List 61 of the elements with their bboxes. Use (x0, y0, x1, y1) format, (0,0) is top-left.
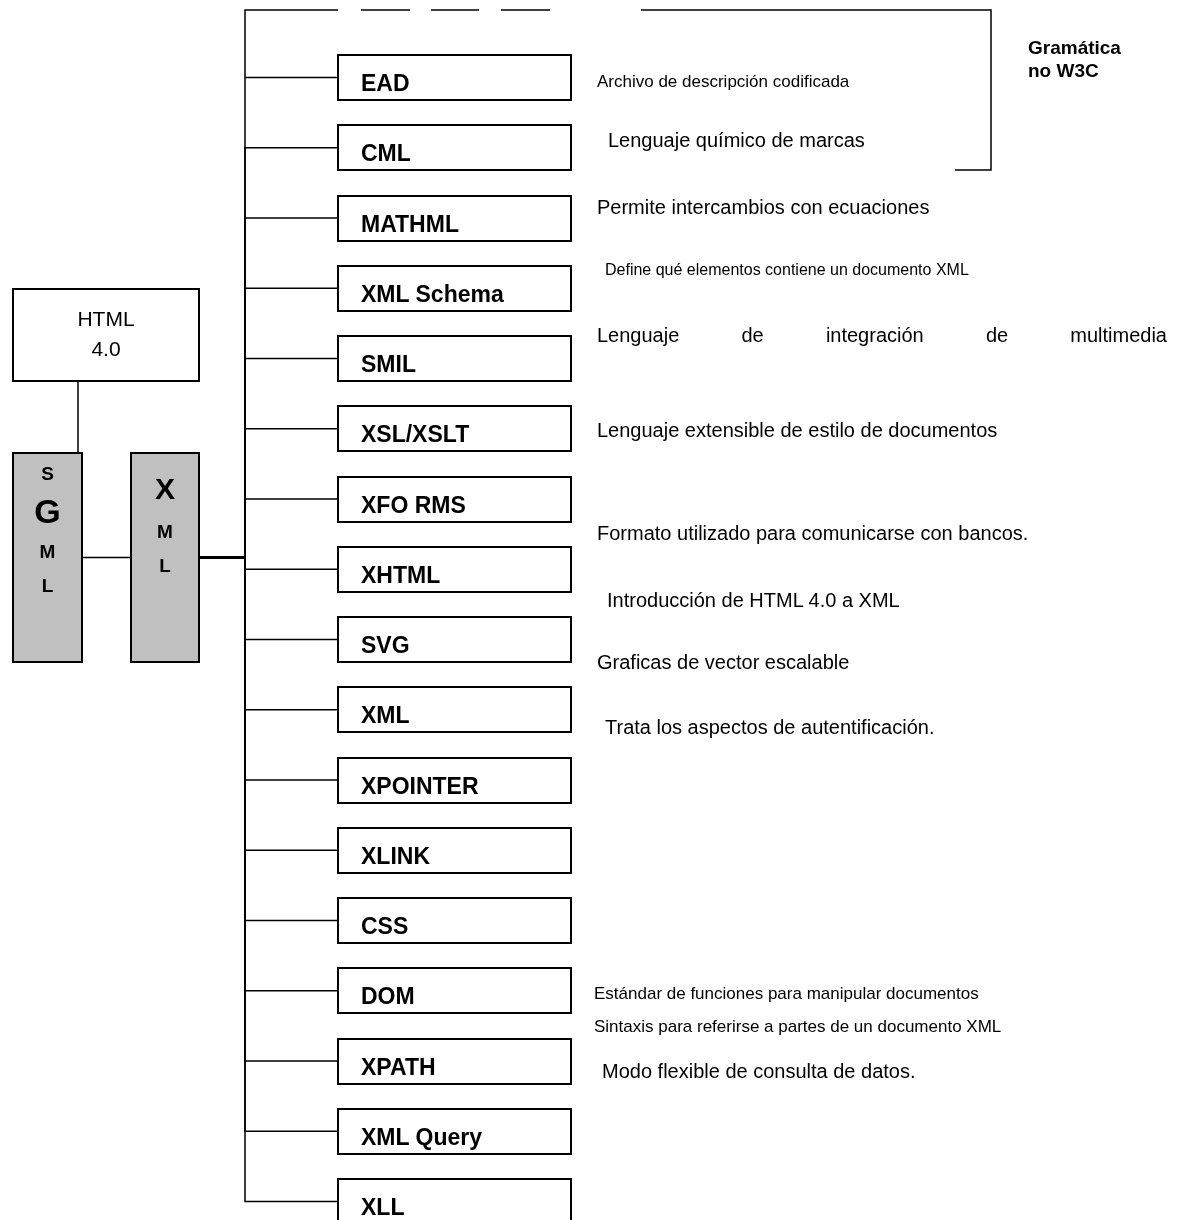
description-text: Trata los aspectos de autentificación. (605, 716, 935, 738)
language-box (337, 194, 572, 242)
box-label: XPATH (361, 1052, 436, 1081)
box-label: CSS (361, 912, 409, 940)
language-box (337, 475, 572, 523)
language-box (337, 335, 572, 382)
connector-line (82, 556, 131, 559)
letter-label: L (40, 576, 55, 595)
language-bar (12, 452, 83, 663)
description-text: Permite intercambios con ecuaciones (597, 196, 930, 218)
box-label: SVG (361, 631, 410, 659)
language-box (337, 124, 572, 172)
letter-label: L (158, 556, 172, 575)
description-text: Introducción de HTML 4.0 a XML (607, 589, 900, 611)
box-label: CML (361, 139, 411, 168)
letter-label: X (154, 474, 176, 504)
language-box (337, 686, 572, 734)
language-box (337, 1037, 572, 1085)
language-box (337, 897, 572, 944)
box-label: XHTML (361, 560, 441, 589)
description-text: Lenguaje extensible de estilo de documentos (597, 419, 998, 441)
box-label: MATHML (361, 209, 459, 238)
box-label: DOM (361, 982, 415, 1011)
box-label: HTML 4.0 (76, 306, 136, 362)
box-label: XFO RMS (361, 490, 466, 519)
description-text: Archivo de descripción codificada (597, 71, 850, 93)
box-label: EAD (361, 69, 410, 97)
connector-line (77, 381, 79, 453)
description-text: Sintaxis para referirse a partes de un documento XML (594, 1016, 1002, 1038)
language-box (337, 1178, 572, 1220)
description-text: Modo flexible de consulta de datos. (602, 1060, 916, 1082)
box-label: SMIL (361, 350, 416, 378)
language-box (337, 1107, 572, 1155)
language-box (337, 826, 572, 874)
language-box (337, 756, 572, 804)
letter-label: G (33, 494, 62, 528)
box-label: XML Query (361, 1122, 482, 1151)
language-box (337, 616, 572, 663)
language-box (337, 405, 572, 453)
box-label: XPOINTER (361, 771, 479, 800)
language-bar (130, 452, 200, 663)
language-box (337, 545, 572, 593)
description-text: Estándar de funciones para manipular documentos (594, 983, 979, 1005)
language-box (12, 288, 200, 382)
box-label: XML Schema (361, 279, 504, 308)
description-text: Lenguaje de integración de multimedia (597, 324, 1167, 346)
language-box (337, 264, 572, 312)
letter-label: M (38, 542, 57, 561)
description-text: Define qué elementos contiene un documento XML (605, 260, 969, 280)
language-box (337, 967, 572, 1015)
description-text: Formato utilizado para comunicarse con bancos. (597, 522, 1029, 544)
description-text: Graficas de vector escalable (597, 651, 850, 673)
box-label: XML (361, 701, 410, 730)
box-label: XLL (361, 1193, 405, 1220)
box-label: XSL/XSLT (361, 420, 470, 449)
note-text: Gramática no W3C (1028, 36, 1122, 82)
language-box (337, 54, 572, 101)
box-label: XLINK (361, 841, 430, 870)
description-text: Lenguaje químico de marcas (608, 129, 865, 151)
letter-label: M (156, 522, 174, 541)
letter-label: S (40, 464, 55, 483)
